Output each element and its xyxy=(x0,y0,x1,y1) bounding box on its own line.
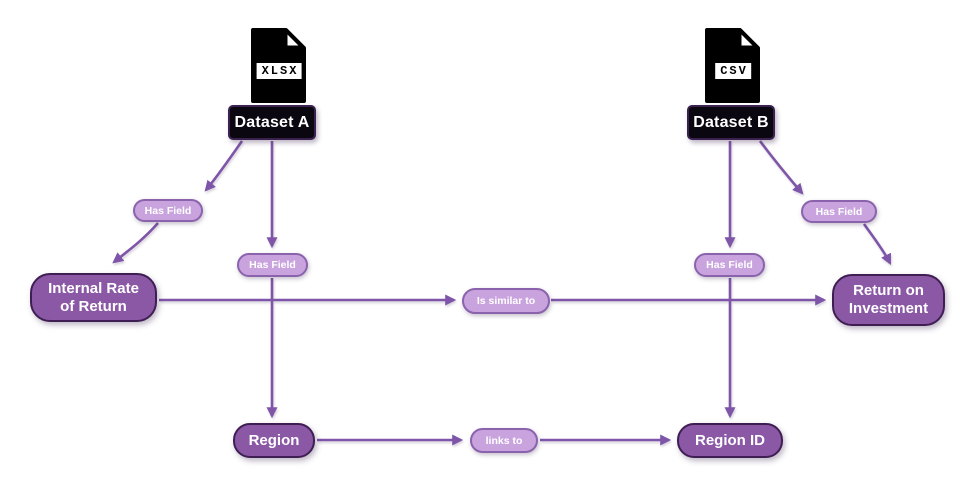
node-label: Internal Rate of Return xyxy=(48,279,139,315)
edge-label-has-field-a-irr[interactable]: Has Field xyxy=(133,199,203,222)
edge-dataset-b-to-hasfield-roi xyxy=(758,140,804,195)
node-internal-rate-of-return[interactable]: Internal Rate of Return xyxy=(30,273,157,322)
node-return-on-investment[interactable]: Return on Investment xyxy=(832,274,945,326)
edge-hasfield-to-irr xyxy=(112,222,159,264)
xlsx-file-icon[interactable]: XLSX xyxy=(250,27,308,104)
node-label: Region ID xyxy=(695,431,765,449)
edge-label-has-field-a-region[interactable]: Has Field xyxy=(237,253,308,277)
node-region-id[interactable]: Region ID xyxy=(677,423,783,458)
csv-file-icon[interactable]: CSV xyxy=(704,27,762,104)
node-label: Region xyxy=(248,431,300,449)
edge-label-links-to[interactable]: links to xyxy=(470,428,538,453)
edge-label-is-similar-to[interactable]: Is similar to xyxy=(462,288,550,314)
edge-dataset-a-to-hasfield-irr xyxy=(204,140,244,192)
node-dataset-b[interactable]: Dataset B xyxy=(687,105,775,140)
file-type-label: CSV xyxy=(713,61,753,81)
edge-hasfield-to-roi xyxy=(862,223,892,265)
edge-label-has-field-b-roi[interactable]: Has Field xyxy=(801,200,877,223)
edge-label-has-field-b-regionid[interactable]: Has Field xyxy=(694,253,765,277)
node-dataset-a[interactable]: Dataset A xyxy=(228,105,316,140)
node-region[interactable]: Region xyxy=(233,423,315,458)
node-label: Return on Investment xyxy=(848,282,929,317)
file-type-label: XLSX xyxy=(254,61,304,81)
